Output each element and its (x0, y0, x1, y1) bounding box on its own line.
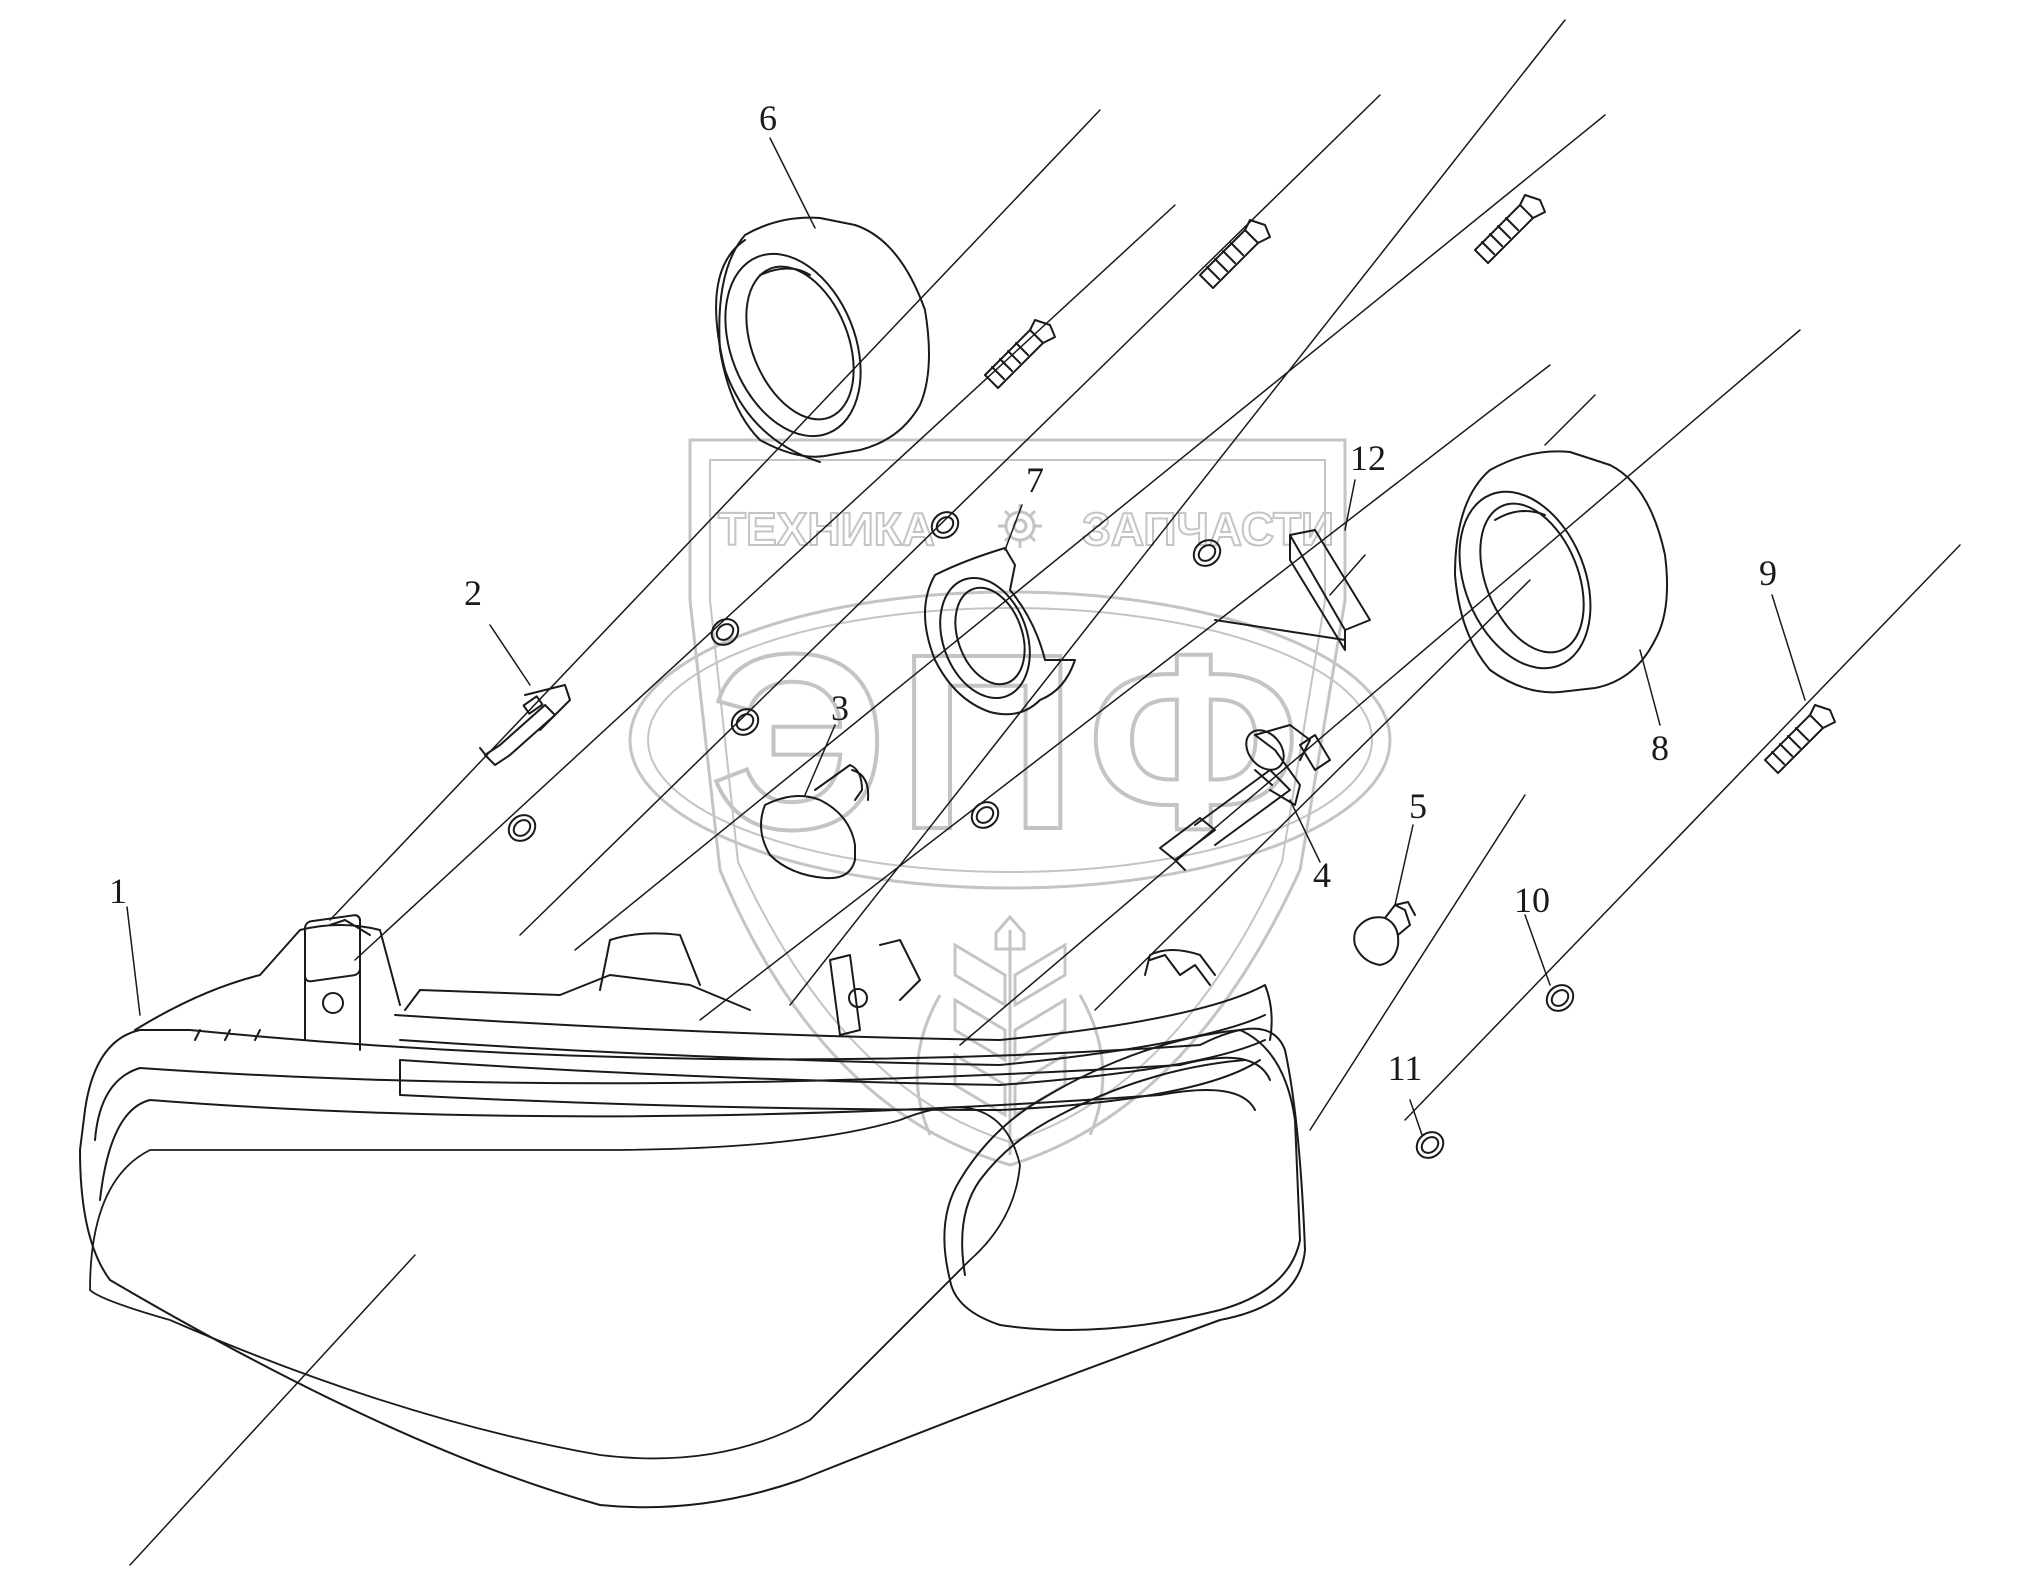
callout-11: 11 (1388, 1048, 1423, 1088)
callout-7: 7 (1026, 460, 1044, 500)
part-2-small-bulb (479, 684, 571, 766)
part-8-bezel-ring (1454, 450, 1669, 694)
callout-4: 4 (1313, 855, 1331, 895)
bolt-top-right (1474, 194, 1546, 264)
bolt-upper-left (984, 319, 1056, 389)
watermark-ellipse (628, 590, 1392, 890)
watermark-right-text: ЗАПЧАСТИ (1082, 503, 1334, 555)
washer-4 (507, 814, 537, 842)
washer-3 (730, 708, 760, 736)
callout-3: 3 (831, 688, 849, 728)
part-9-bolt (1764, 704, 1836, 774)
part-6-bezel-ring (715, 216, 930, 463)
bolts (984, 194, 1836, 774)
part-10-washer (1545, 984, 1575, 1012)
callout-8: 8 (1651, 728, 1669, 768)
callout-5: 5 (1409, 786, 1427, 826)
assembly-lines (129, 19, 1961, 1566)
bolt-top-center (1199, 219, 1271, 289)
part-4-halogen-bulb (1159, 724, 1331, 871)
watermark-shield (688, 438, 1347, 1167)
line-art (79, 19, 1961, 1566)
part-5-marker-bulb (1353, 901, 1416, 966)
washers (507, 511, 1575, 1159)
part-12-block (1214, 529, 1371, 651)
washer-2 (710, 618, 740, 646)
part-3-bulb (760, 764, 870, 880)
part-11-washer (1415, 1131, 1445, 1159)
watermark-left-text: ТЕХНИКА (718, 503, 935, 555)
washer-1 (930, 511, 960, 539)
part-1-headlight-housing (79, 914, 1306, 1509)
callout-6: 6 (759, 98, 777, 138)
wheat-ear-icon (915, 914, 1105, 1155)
callout-9: 9 (1759, 553, 1777, 593)
callout-1: 1 (109, 871, 127, 911)
washer-5 (1192, 539, 1222, 567)
watermark-big-text: ЭПФ (710, 602, 1311, 881)
callout-10: 10 (1514, 880, 1550, 920)
callout-2: 2 (464, 573, 482, 613)
watermark (628, 438, 1392, 1167)
part-7-bulb-socket (924, 547, 1076, 716)
callout-12: 12 (1350, 438, 1386, 478)
callout-leaders (126, 137, 1806, 1136)
washer-6 (970, 801, 1000, 829)
callouts: 1 2 3 4 5 6 7 8 9 10 11 12 (109, 98, 1777, 1088)
